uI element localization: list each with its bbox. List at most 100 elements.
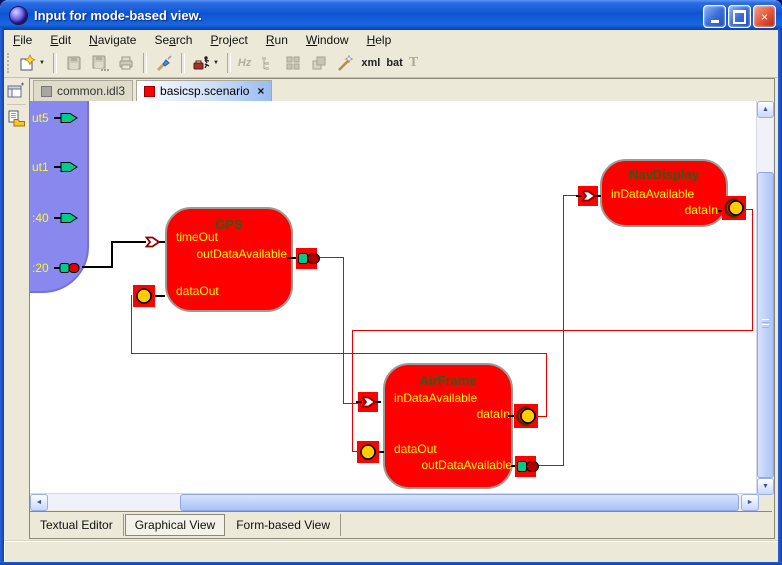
system-port-label[interactable]: :20 xyxy=(32,261,49,275)
status-bar xyxy=(4,540,778,562)
outline-icon xyxy=(262,57,270,70)
navdisplay-indataavailable-port[interactable] xyxy=(576,186,601,206)
save-icon xyxy=(67,56,81,70)
system-boundary[interactable] xyxy=(30,101,89,293)
airframe-indataavailable-port[interactable] xyxy=(356,392,381,412)
run-toolbox-icon xyxy=(193,56,210,70)
scroll-right-icon: ► xyxy=(746,499,754,506)
gps-timeout-port[interactable] xyxy=(140,236,165,248)
menu-item-run[interactable]: Run xyxy=(265,32,288,47)
navdisplay-datain-label[interactable]: dataIn xyxy=(684,203,718,217)
component-title: NavDisplay xyxy=(628,167,700,182)
idl-file-icon xyxy=(41,85,52,97)
airframe-datain-port[interactable] xyxy=(514,404,538,428)
diagram-canvas[interactable]: ut5 ut1 :40 :20 xyxy=(30,101,756,493)
thumb-grip xyxy=(762,324,769,328)
wand-button[interactable] xyxy=(332,51,358,75)
new-wizard-button[interactable]: ▼ xyxy=(15,51,49,75)
print-icon xyxy=(119,56,133,70)
hz-button[interactable]: Hz xyxy=(237,57,252,69)
scroll-up-button[interactable]: ▲ xyxy=(757,101,774,118)
open-resource-button[interactable] xyxy=(6,108,26,128)
menu-item-edit[interactable]: Edit xyxy=(50,32,72,47)
component-gps[interactable]: GPS xyxy=(165,207,293,312)
toolbar-handle[interactable] xyxy=(7,53,12,73)
tab-close-icon[interactable]: × xyxy=(257,84,265,98)
navdisplay-indataavailable-label[interactable]: inDataAvailable xyxy=(611,187,695,201)
app-icon xyxy=(9,5,28,25)
airframe-indataavailable-label[interactable]: inDataAvailable xyxy=(394,391,478,405)
system-port-label[interactable]: ut1 xyxy=(32,160,49,174)
save-as-icon xyxy=(92,55,109,71)
system-port-20[interactable] xyxy=(54,262,84,274)
file-folder-icon xyxy=(8,110,25,127)
menu-item-window[interactable]: Window xyxy=(305,32,349,47)
menu-item-help[interactable]: Help xyxy=(366,32,392,47)
port-stub xyxy=(155,295,165,297)
port-stub xyxy=(511,465,516,467)
airframe-dataout-label[interactable]: dataOut xyxy=(394,442,437,456)
bat-button[interactable]: bat xyxy=(386,57,403,69)
toolbar-separator xyxy=(52,53,57,73)
print-button[interactable] xyxy=(113,51,139,75)
grid-icon xyxy=(286,56,300,70)
text-tool-button[interactable]: T xyxy=(408,55,419,70)
window-title: Input for mode-based view. xyxy=(34,7,202,23)
run-button[interactable]: ▼ xyxy=(189,51,223,75)
scroll-left-button[interactable]: ◄ xyxy=(30,494,48,511)
menu-item-navigate[interactable]: Navigate xyxy=(89,32,137,47)
port-stub xyxy=(379,451,384,453)
title-bar[interactable]: Input for mode-based view. × xyxy=(0,0,782,30)
menu-item-project[interactable]: Project xyxy=(210,32,248,47)
view-tab-form-based-view[interactable]: Form-based View xyxy=(226,513,342,536)
maximize-button[interactable] xyxy=(728,5,751,28)
scroll-up-icon: ▲ xyxy=(762,106,769,113)
airframe-datain-label[interactable]: dataIn xyxy=(476,407,510,421)
system-port-label[interactable]: :40 xyxy=(32,211,49,225)
view-tab-textual-editor[interactable]: Textual Editor xyxy=(30,513,124,536)
gps-dataout-port[interactable] xyxy=(133,285,155,307)
save-as-button[interactable] xyxy=(87,51,113,75)
gps-timeout-label[interactable]: timeOut xyxy=(176,230,219,244)
new-wizard-dropdown-icon[interactable]: ▼ xyxy=(39,60,45,66)
toolbar-separator xyxy=(142,53,147,73)
component-airframe[interactable]: AirFrame xyxy=(383,363,513,489)
outline-view-button[interactable] xyxy=(254,51,280,75)
horizontal-scrollbar[interactable]: ◄ ► xyxy=(30,493,759,511)
airframe-outdataavailable-port[interactable] xyxy=(515,456,539,477)
xml-button[interactable]: xml xyxy=(361,57,381,69)
system-port-40[interactable] xyxy=(54,212,80,224)
scroll-down-button[interactable]: ▼ xyxy=(757,478,774,495)
menu-item-file[interactable]: File xyxy=(13,32,33,47)
grid-view-button[interactable] xyxy=(280,51,306,75)
scroll-right-button[interactable]: ► xyxy=(741,494,759,511)
system-port-ut1[interactable] xyxy=(54,161,80,173)
view-tab-bar: Textual Editor Graphical View Form-based… xyxy=(30,511,772,537)
menu-item-search[interactable]: Search xyxy=(154,32,193,47)
view-tab-graphical-view[interactable]: Graphical View xyxy=(124,513,226,536)
gps-outdataavailable-label[interactable]: outDataAvailable xyxy=(196,247,287,261)
divider xyxy=(7,104,26,105)
system-port-label[interactable]: ut5 xyxy=(32,111,49,125)
vertical-scroll-thumb[interactable] xyxy=(757,172,774,478)
tab-basicsp-scenario[interactable]: basicsp.scenario × xyxy=(136,80,273,101)
run-dropdown-icon[interactable]: ▼ xyxy=(212,60,219,66)
vertical-scrollbar[interactable]: ▲ ▼ xyxy=(756,101,774,495)
format-brush-button[interactable] xyxy=(151,51,177,75)
horizontal-scroll-thumb[interactable] xyxy=(180,494,739,511)
airframe-dataout-port[interactable] xyxy=(357,441,379,463)
window-border-left xyxy=(0,28,4,565)
navdisplay-datain-port[interactable] xyxy=(722,196,746,220)
perspective-button[interactable] xyxy=(6,81,26,101)
save-button[interactable] xyxy=(61,51,87,75)
component-navdisplay[interactable]: NavDisplay xyxy=(600,159,728,227)
minimize-button[interactable] xyxy=(703,5,726,28)
system-port-ut5[interactable] xyxy=(54,112,80,124)
airframe-outdataavailable-label[interactable]: outDataAvailable xyxy=(421,458,512,472)
close-button[interactable]: × xyxy=(753,5,776,28)
gps-dataout-label[interactable]: dataOut xyxy=(176,284,219,298)
gps-outdataavailable-port[interactable] xyxy=(296,248,320,269)
tile-view-button[interactable] xyxy=(306,51,332,75)
tab-common-idl3[interactable]: common.idl3 xyxy=(33,80,134,101)
